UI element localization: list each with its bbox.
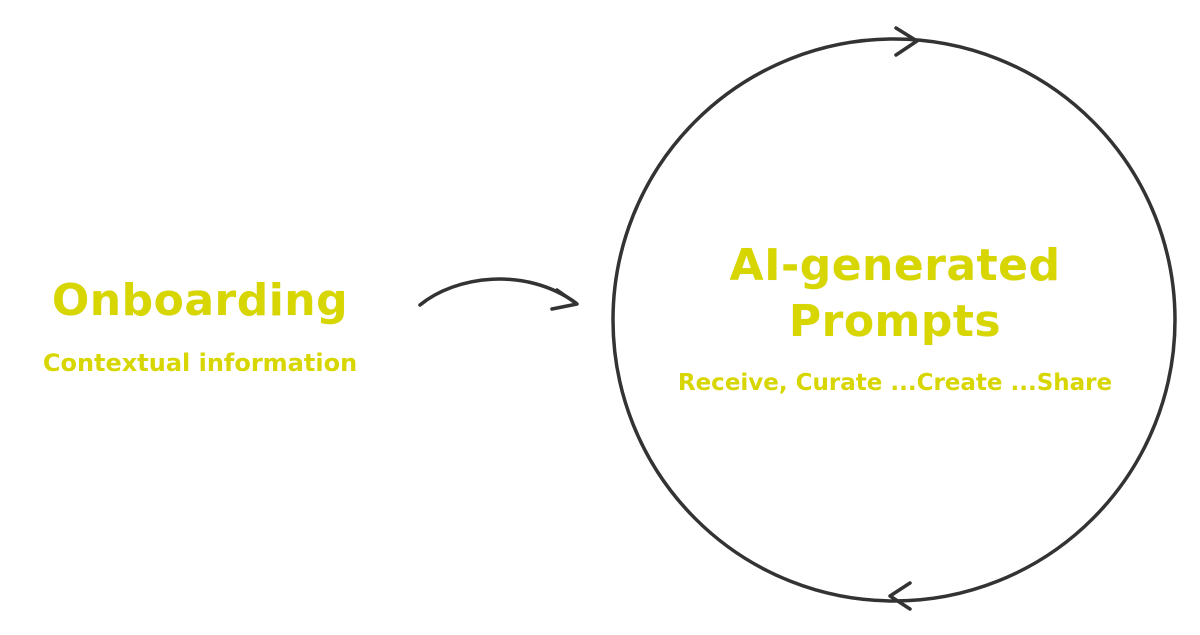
connector-arrow <box>418 277 578 307</box>
onboarding-subtitle: Contextual information <box>42 349 358 377</box>
prompts-title-line1: AI-generated <box>729 240 1061 291</box>
prompts-subtitle: Receive, Curate ...Create ...Share <box>677 370 1113 396</box>
cycle-circle <box>611 37 1177 603</box>
cycle-arrowhead-bottom <box>888 581 912 611</box>
prompts-node: AI-generated Prompts Receive, Curate ...… <box>640 238 1150 400</box>
connector-arrowhead <box>550 288 579 311</box>
onboarding-title: Onboarding <box>51 275 349 326</box>
onboarding-node: Onboarding Contextual information <box>30 270 370 380</box>
prompts-title-line2: Prompts <box>788 296 1002 347</box>
cycle-arrowhead-top <box>894 26 919 57</box>
